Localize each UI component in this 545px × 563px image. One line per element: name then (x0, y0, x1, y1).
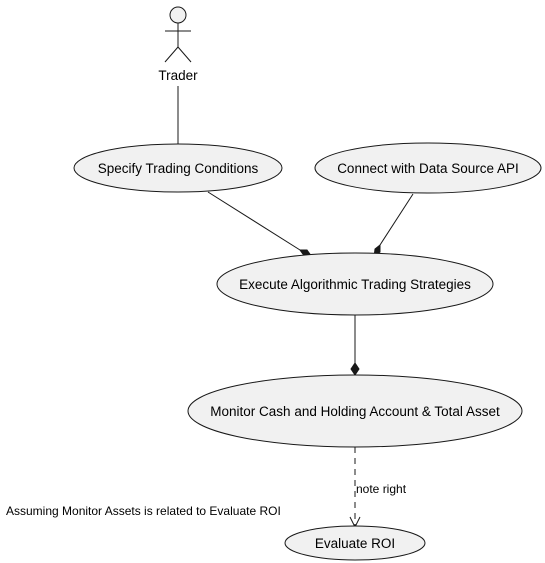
usecase-label: Execute Algorithmic Trading Strategies (239, 277, 471, 292)
edge-label-note-right: note right (356, 482, 407, 496)
usecase-execute-algorithmic-trading[interactable]: Execute Algorithmic Trading Strategies (216, 252, 494, 316)
edge-monitor-evaluate: note right (349, 447, 407, 529)
actor-label: Trader (158, 68, 198, 83)
edge-specify-execute (207, 191, 313, 258)
usecase-connect-data-source-api[interactable]: Connect with Data Source API (314, 142, 542, 194)
usecase-shape (284, 525, 426, 561)
note-text: Assuming Monitor Assets is related to Ev… (6, 504, 281, 518)
usecase-shape (314, 142, 542, 194)
usecase-evaluate-roi[interactable]: Evaluate ROI (284, 525, 426, 561)
usecase-label: Specify Trading Conditions (98, 161, 259, 176)
edge-execute-monitor (350, 315, 360, 376)
actor-right-leg (177, 46, 192, 63)
usecase-label: Connect with Data Source API (337, 161, 519, 176)
usecase-label: Monitor Cash and Holding Account & Total… (210, 404, 500, 419)
usecase-shape (216, 252, 494, 316)
usecase-monitor-cash-holding[interactable]: Monitor Cash and Holding Account & Total… (187, 374, 523, 448)
usecase-shape (73, 143, 283, 193)
composition-diamond (350, 362, 360, 376)
actor-head (169, 6, 187, 24)
actor-trader[interactable]: Trader (158, 6, 198, 83)
usecase-shape (187, 374, 523, 448)
actor-left-leg (164, 46, 179, 63)
edge-connect-execute (373, 193, 414, 259)
usecase-specify-trading-conditions[interactable]: Specify Trading Conditions (73, 143, 283, 193)
usecase-label: Evaluate ROI (315, 536, 395, 551)
